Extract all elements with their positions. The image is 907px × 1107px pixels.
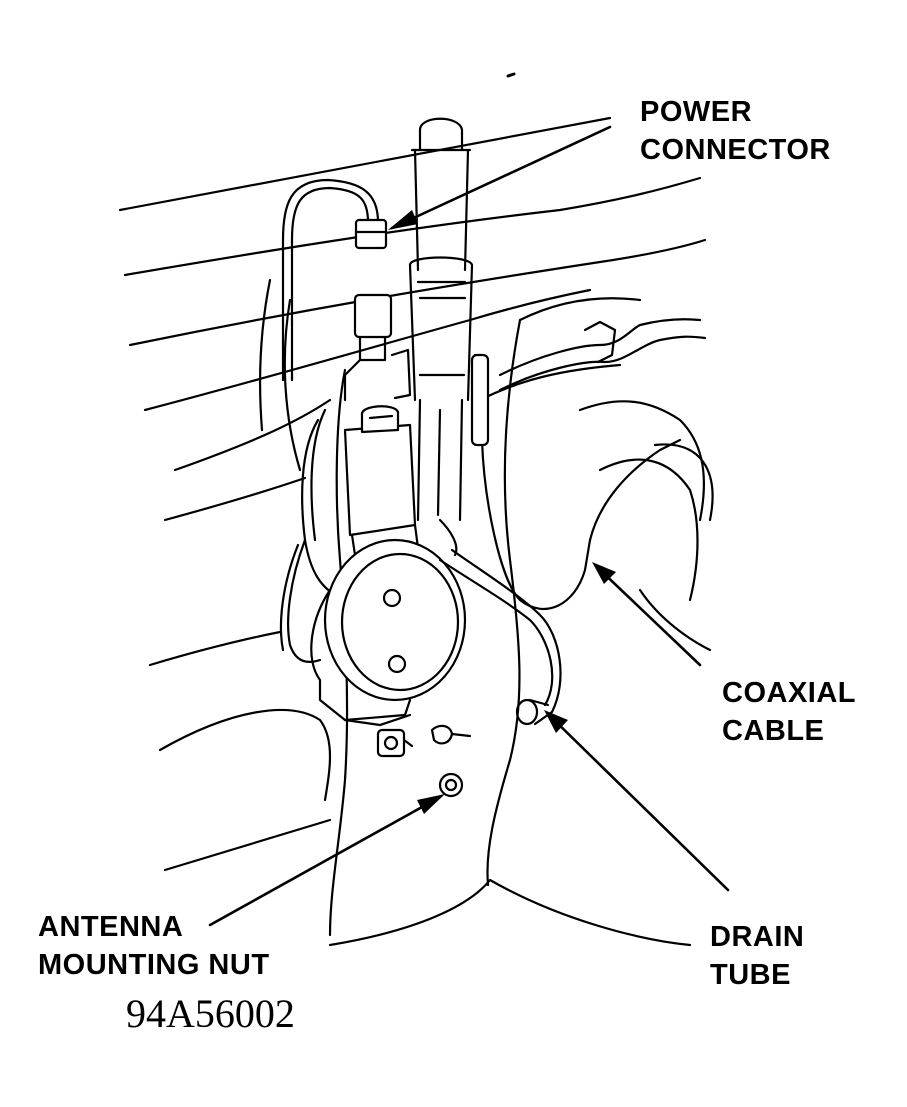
arrowheads	[388, 210, 616, 814]
figure-number: 94A56002	[126, 991, 295, 1036]
label-drain-tube-line1: DRAIN	[710, 921, 805, 953]
drain-tube	[438, 518, 562, 726]
label-power-connector-line2: CONNECTOR	[640, 134, 831, 166]
arrowhead-drain-tube	[544, 710, 568, 733]
leader-power-connector	[390, 125, 612, 230]
leader-lines	[208, 125, 730, 927]
label-drain-tube: DRAIN TUBE	[710, 918, 804, 994]
label-coaxial-cable: COAXIAL CABLE	[722, 674, 856, 750]
label-antenna-mounting-nut: ANTENNA MOUNTING NUT	[38, 908, 270, 984]
mount-bracket	[343, 293, 412, 402]
print-mark	[506, 72, 516, 78]
antenna-mast	[408, 117, 474, 522]
leader-coaxial-cable	[594, 564, 702, 667]
label-coaxial-cable-line2: CABLE	[722, 715, 825, 747]
label-antenna-mounting-nut-line2: MOUNTING NUT	[38, 949, 270, 981]
leader-drain-tube	[546, 712, 730, 892]
label-power-connector-line1: POWER	[640, 96, 753, 128]
label-drain-tube-line2: TUBE	[710, 959, 791, 991]
fasteners	[376, 724, 472, 798]
coaxial-cable	[470, 318, 707, 610]
mounting-nut-shape	[438, 772, 464, 798]
arrowhead-coaxial-cable	[592, 562, 616, 584]
motor-housing	[279, 405, 467, 727]
label-coaxial-cable-line1: COAXIAL	[722, 677, 856, 709]
arrowhead-power-connector	[388, 210, 418, 230]
leader-mounting-nut	[208, 795, 442, 927]
arrowhead-mounting-nut	[417, 794, 445, 814]
label-power-connector: POWER CONNECTOR	[640, 93, 831, 169]
body-panel-lines	[118, 116, 714, 947]
power-connector-wire	[281, 178, 388, 382]
label-antenna-mounting-nut-line1: ANTENNA	[38, 911, 184, 943]
